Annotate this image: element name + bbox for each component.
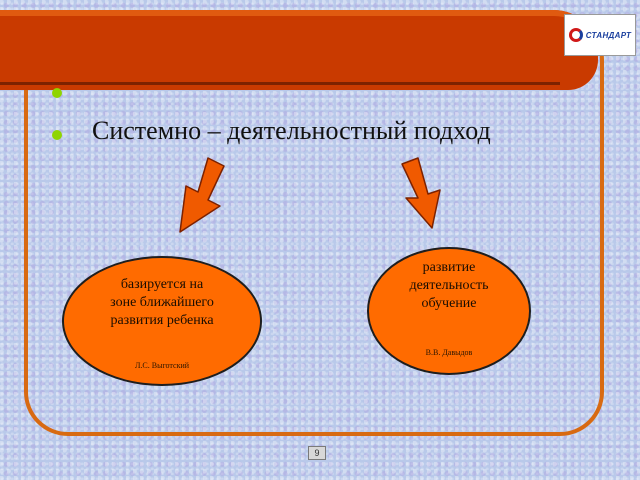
logo-text: СТАНДАРТ bbox=[585, 30, 632, 40]
ellipse-line: обучение bbox=[421, 296, 477, 311]
davydov-ellipse: развитие деятельность обучение В.В. Давы… bbox=[367, 247, 531, 375]
page-number: 9 bbox=[308, 446, 326, 460]
vygotsky-text: базируется на зоне ближайшего развития р… bbox=[64, 276, 260, 330]
vygotsky-ellipse: базируется на зоне ближайшего развития р… bbox=[62, 256, 262, 386]
title-underline bbox=[0, 82, 560, 85]
arrow-down-right-icon bbox=[401, 157, 441, 229]
standard-logo: СТАНДАРТ bbox=[564, 14, 636, 56]
bullet-heading bbox=[52, 130, 62, 140]
ellipse-line: зоне ближайшего bbox=[110, 295, 214, 310]
slide-heading: Системно – деятельностный подход bbox=[92, 116, 491, 145]
arrow-down-left-icon bbox=[179, 157, 225, 233]
ellipse-line: развития ребенка bbox=[110, 313, 214, 328]
ellipse-line: базируется на bbox=[120, 277, 204, 292]
title-bar bbox=[0, 10, 598, 90]
ellipse-line: деятельность bbox=[409, 278, 489, 293]
davydov-author: В.В. Давыдов bbox=[425, 348, 473, 357]
vygotsky-author: Л.С. Выготский bbox=[134, 361, 190, 370]
davydov-text: развитие деятельность обучение bbox=[369, 259, 529, 313]
ellipse-line: развитие bbox=[422, 260, 476, 275]
standard-logo-icon bbox=[568, 28, 583, 42]
bullet-empty bbox=[52, 88, 62, 98]
